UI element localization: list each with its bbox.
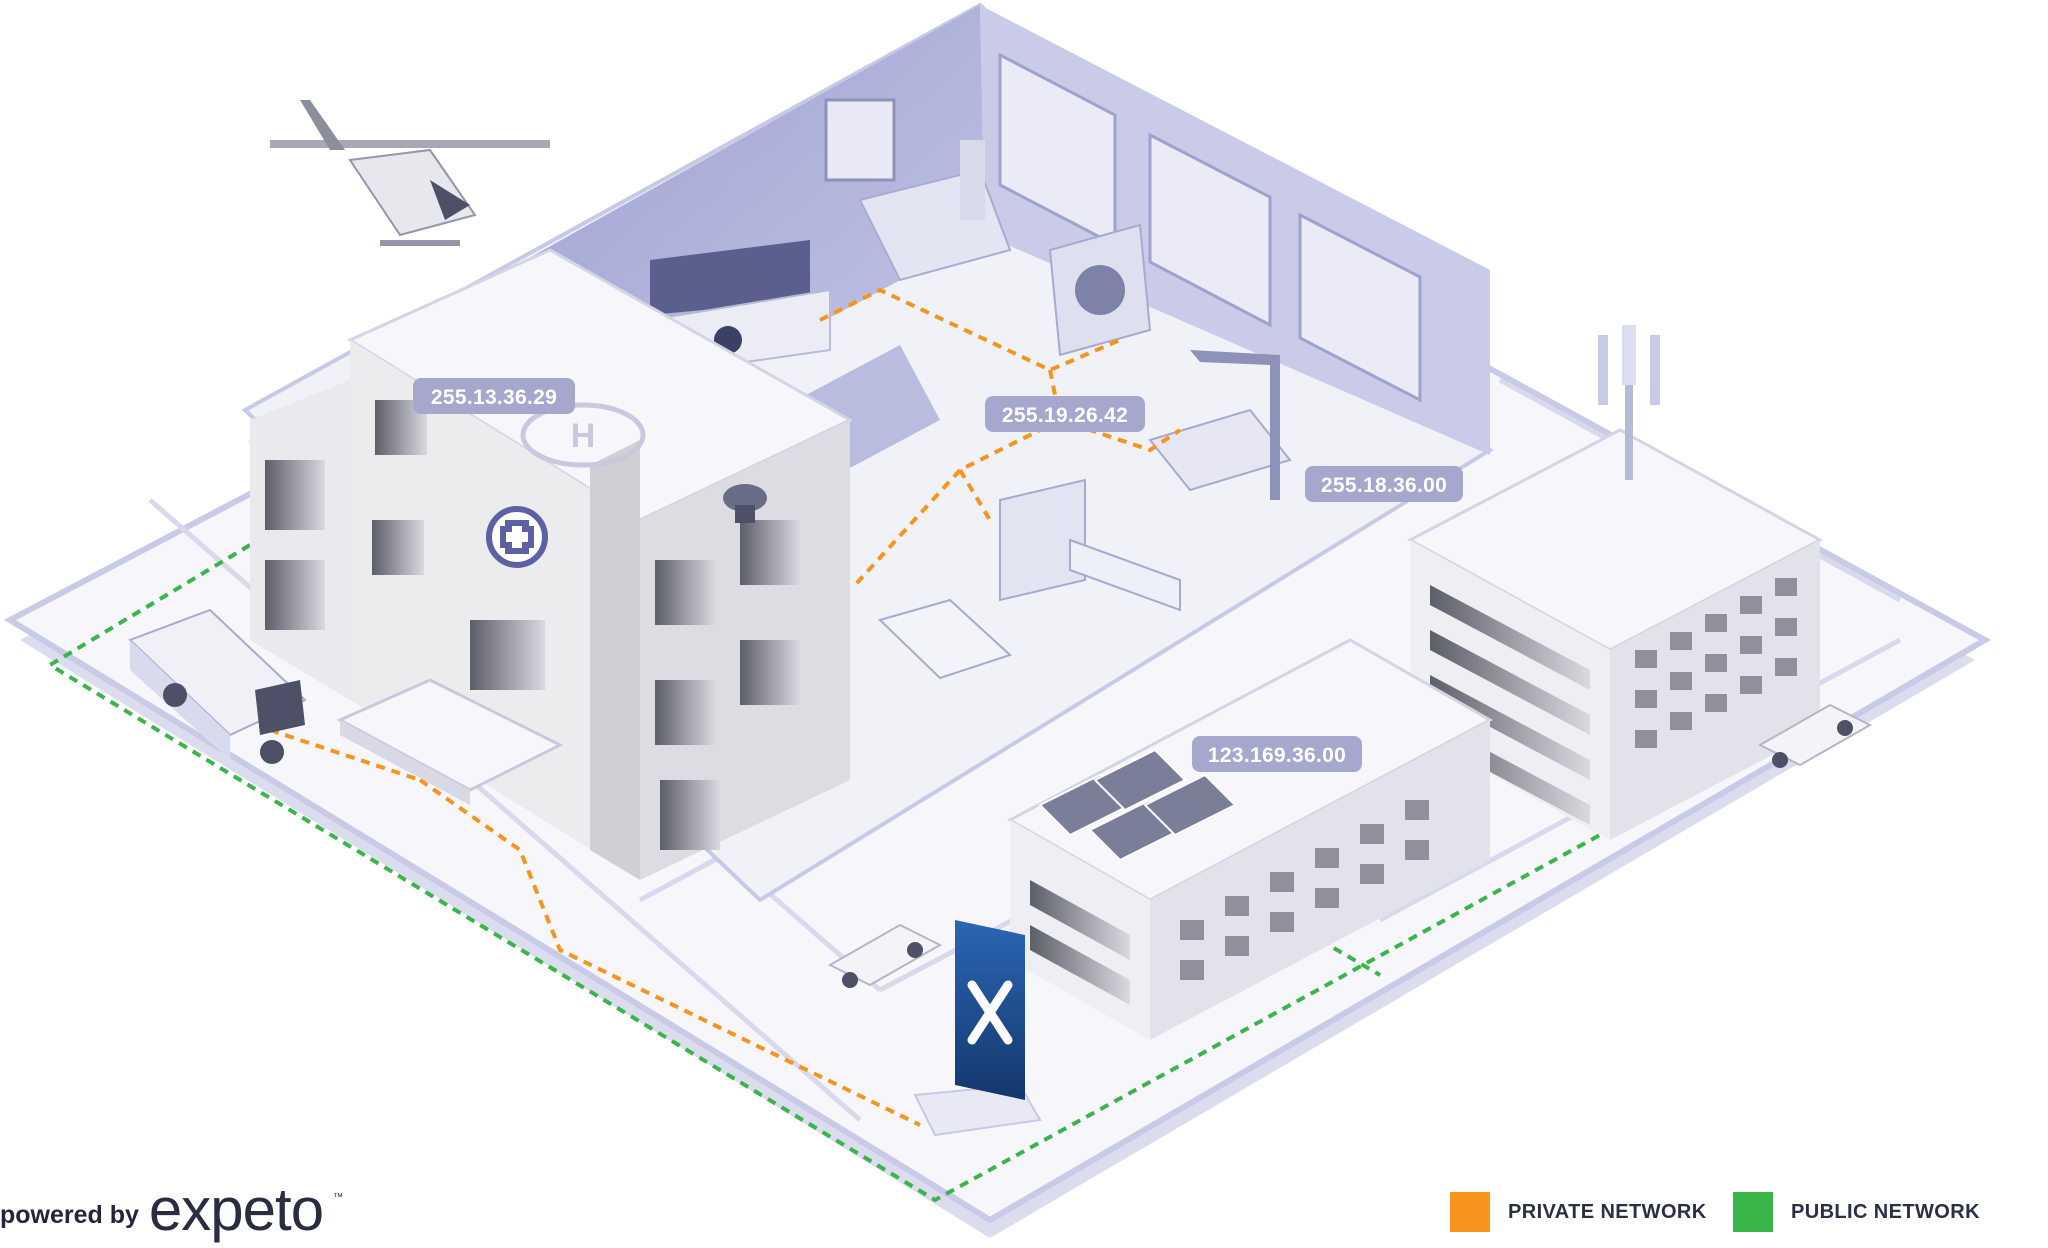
legend-private-network: PRIVATE NETWORK	[1450, 1190, 1707, 1234]
hospital-building: H	[250, 248, 854, 880]
hospital-cross-icon	[486, 506, 548, 568]
ip-label-solar-building: 123.169.36.00	[1208, 744, 1346, 767]
ip-label-hospital-roof: 255.13.36.29	[431, 386, 557, 409]
helipad: H	[520, 402, 646, 468]
ip-label-surgery-room: 255.19.26.42	[1002, 404, 1128, 427]
surgical-robot	[858, 140, 1012, 282]
solar-panels	[1038, 748, 1237, 862]
expeto-logo: expeto	[148, 1176, 324, 1243]
brand: powered by expeto ™	[0, 1180, 343, 1240]
wall-monitor	[824, 98, 896, 182]
hospital-bed	[878, 598, 1012, 680]
ip-badge-operating-table: 255.18.36.00	[1305, 466, 1463, 502]
legend-swatch-public	[1733, 1192, 1773, 1232]
expeto-kiosk	[913, 920, 1042, 1137]
solar-building-windows	[1030, 880, 1130, 1005]
operating-table	[1148, 350, 1292, 500]
entrance-canopy	[336, 678, 564, 805]
car-right	[1757, 703, 1873, 768]
satellite-dish-icon	[723, 484, 767, 523]
legend-public-network: PUBLIC NETWORK	[1733, 1190, 1980, 1234]
ct-scanner	[999, 478, 1181, 612]
office-tower-side-windows	[1635, 578, 1797, 748]
mri-scanner	[1048, 223, 1152, 357]
legend-label-public: PUBLIC NETWORK	[1791, 1200, 1980, 1223]
ip-badge-hospital-roof: 255.13.36.29	[413, 378, 575, 414]
back-wall-windows	[998, 52, 1422, 403]
trademark-symbol: ™	[333, 1192, 344, 1203]
ip-label-operating-table: 255.18.36.00	[1321, 474, 1447, 497]
hospital-windows	[265, 400, 800, 850]
cell-tower-icon	[1598, 325, 1660, 480]
ambulance	[128, 608, 307, 764]
office-tower	[1406, 325, 1824, 840]
ip-badge-surgery-room: 255.19.26.42	[985, 396, 1145, 432]
public-network-links	[46, 543, 1705, 1203]
legend-label-private: PRIVATE NETWORK	[1508, 1200, 1707, 1223]
helicopter	[270, 100, 550, 246]
ip-badge-solar-building: 123.169.36.00	[1192, 736, 1362, 772]
legend-swatch-private	[1450, 1192, 1490, 1232]
car-bottom	[827, 923, 943, 988]
svg-text:H: H	[571, 417, 596, 455]
expeto-x-icon	[967, 980, 1013, 1045]
powered-by-text: powered by	[0, 1201, 139, 1229]
solar-building-side-windows	[1180, 800, 1429, 980]
